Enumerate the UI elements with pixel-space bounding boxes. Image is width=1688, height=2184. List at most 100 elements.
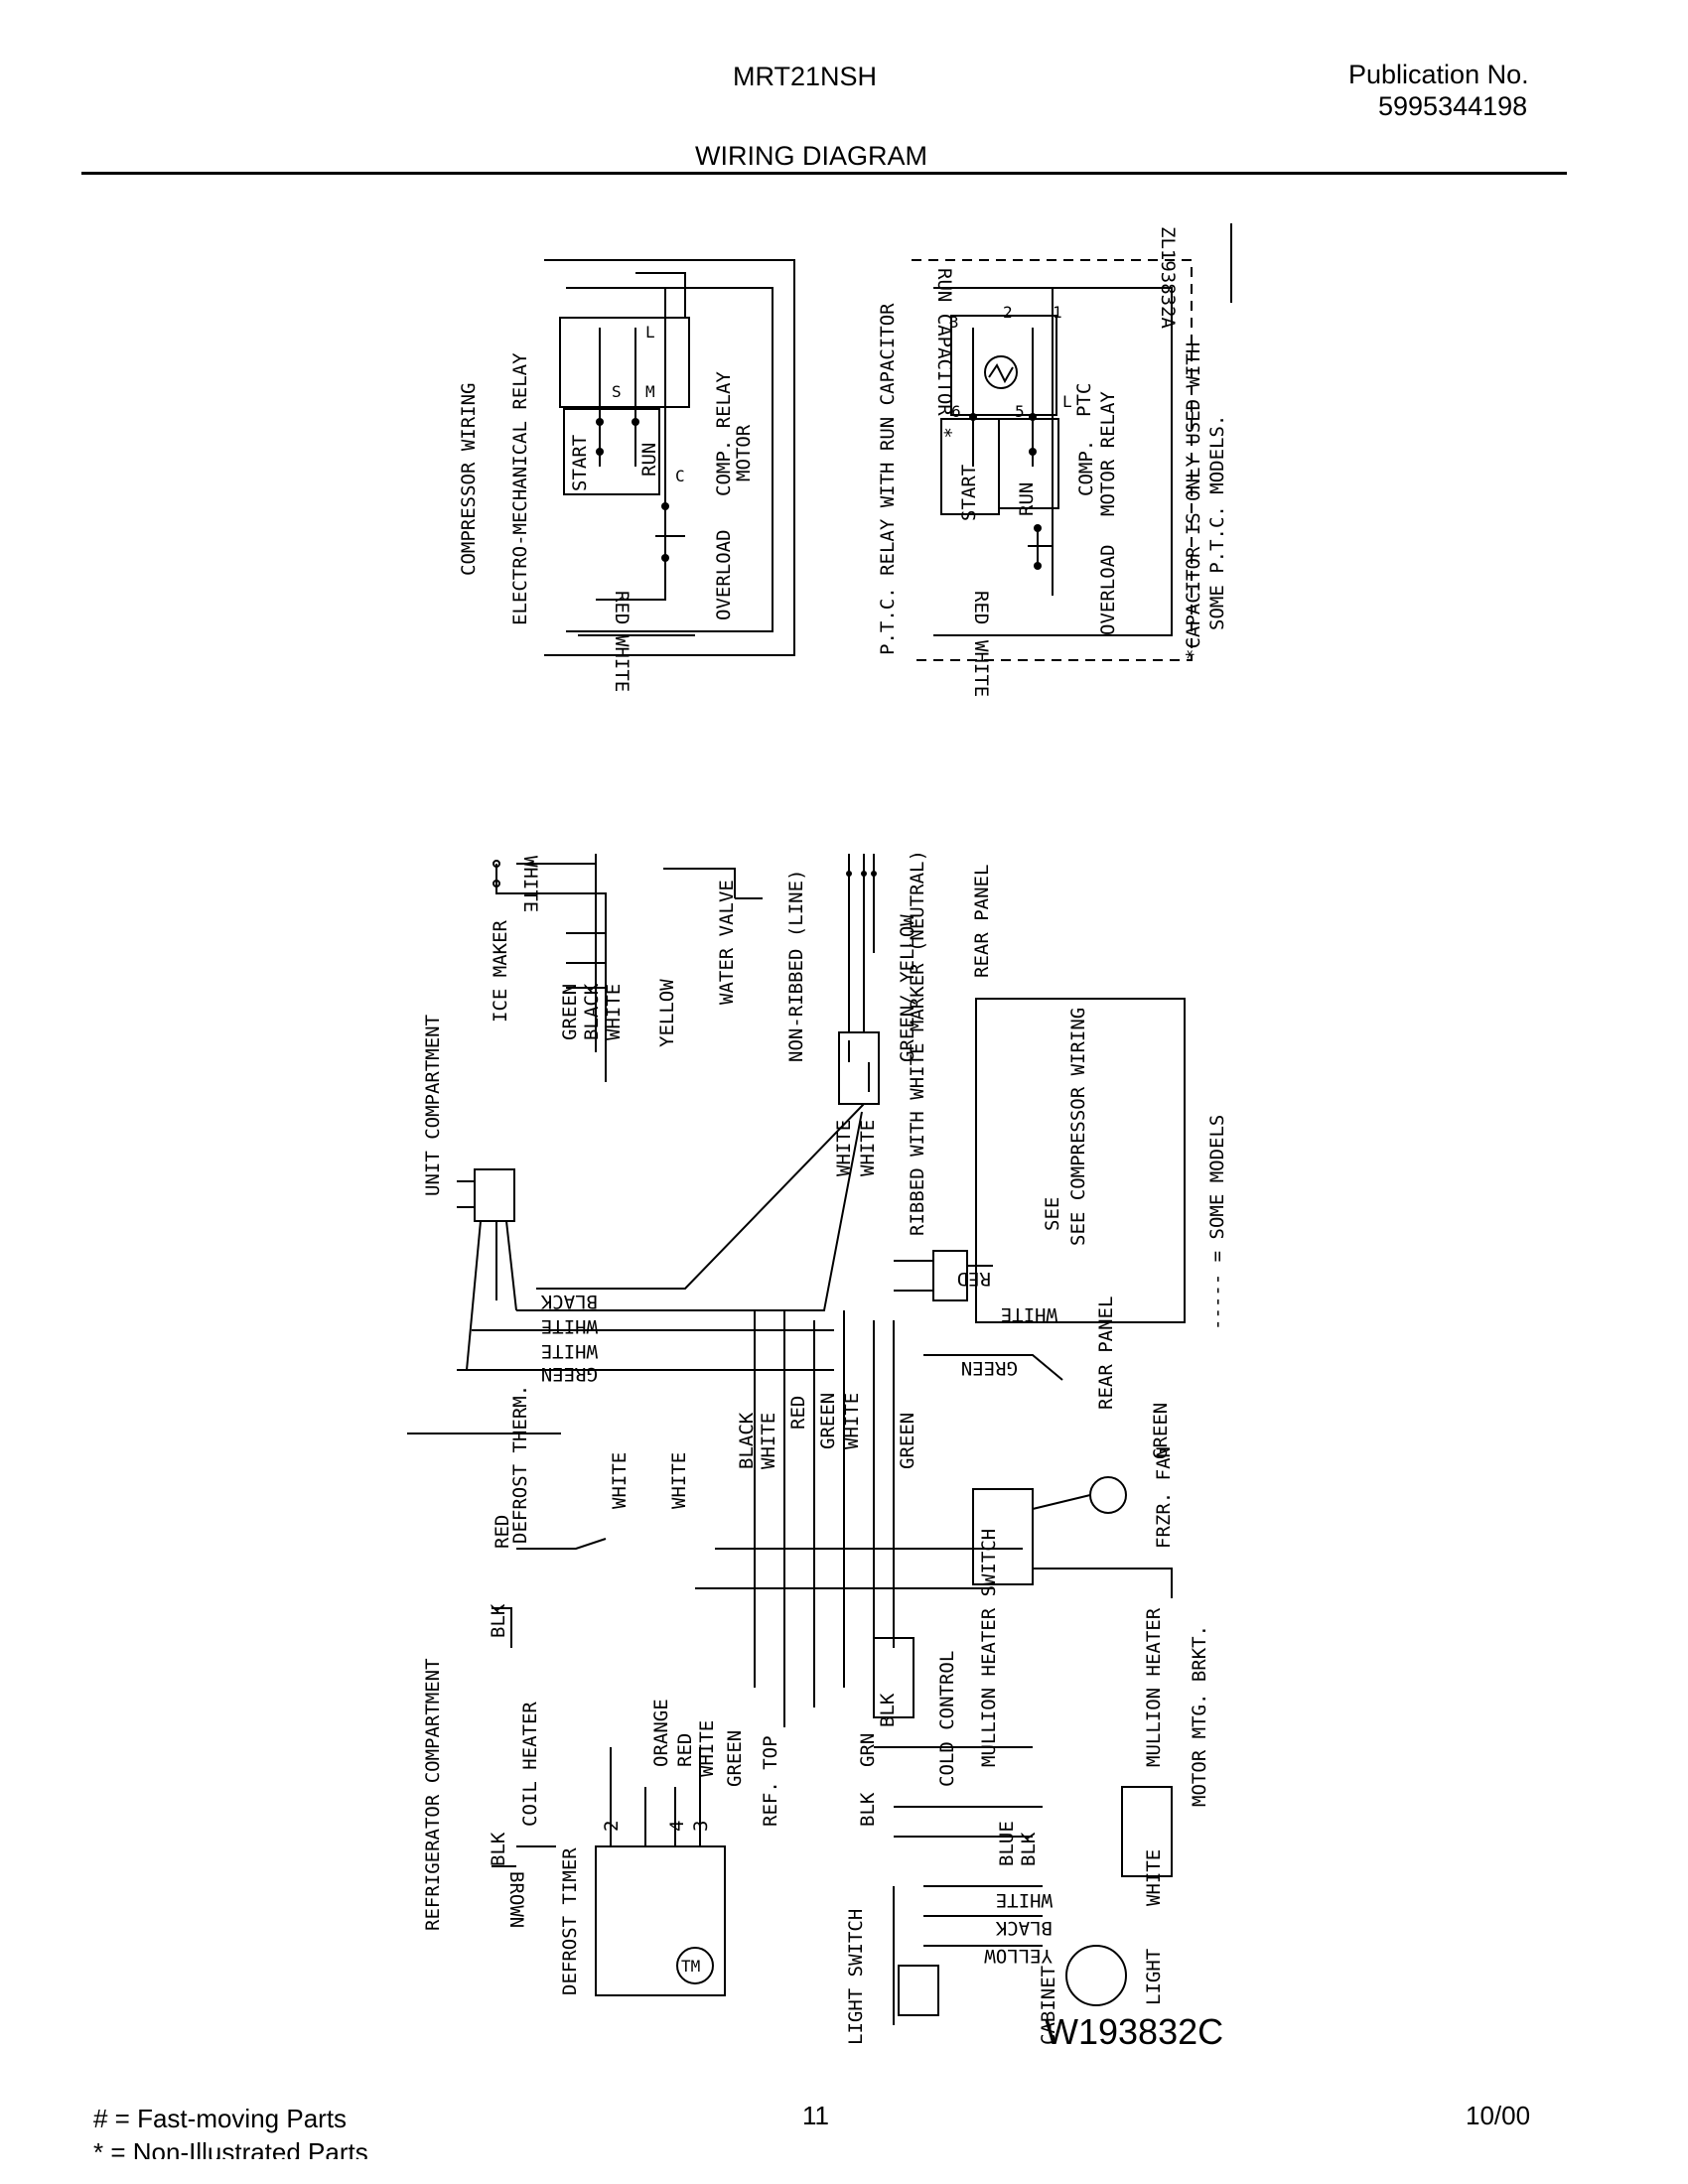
compressor-wiring-title: COMPRESSOR WIRING [458, 383, 480, 576]
svg-text:TM: TM [681, 1957, 700, 1976]
revision-date: 10/00 [1466, 2101, 1531, 2130]
svg-text:BLUE: BLUE [996, 1821, 1018, 1866]
svg-text:GRN: GRN [857, 1733, 879, 1767]
svg-text:WHITE: WHITE [696, 1720, 718, 1777]
svg-text:WHITE: WHITE [758, 1413, 779, 1469]
svg-text:2: 2 [601, 1821, 623, 1832]
svg-text:GREEN: GREEN [559, 984, 581, 1040]
svg-text:RUN: RUN [1016, 482, 1038, 516]
svg-text:RED: RED [787, 1396, 809, 1430]
svg-text:BROWN: BROWN [505, 1871, 527, 1928]
ptc-relay-title: P.T.C. RELAY WITH RUN CAPACITOR [877, 303, 899, 655]
svg-text:WHITE: WHITE [833, 1120, 855, 1176]
svg-text:WHITE: WHITE [611, 635, 633, 692]
svg-text:L: L [645, 323, 655, 341]
svg-text:RED: RED [492, 1515, 513, 1549]
svg-text:3: 3 [690, 1821, 712, 1832]
svg-text:GREEN: GREEN [897, 1413, 918, 1469]
svg-text:WHITE: WHITE [996, 1889, 1053, 1911]
svg-text:L: L [1062, 392, 1072, 411]
yellow-wire-label: YELLOW [656, 979, 678, 1047]
model-number: MRT21NSH [733, 62, 878, 91]
svg-text:5: 5 [1015, 402, 1025, 421]
green-yellow-label: GREEN/ YELLOW [897, 914, 918, 1062]
drawing-number: W193832C [1045, 2011, 1224, 2052]
legend-non-illustrated: * = Non-Illustrated Parts [93, 2137, 368, 2159]
svg-text:MOTOR: MOTOR [733, 424, 755, 481]
svg-text:COMP.: COMP. [1075, 440, 1097, 496]
svg-text:WHITE: WHITE [519, 856, 541, 912]
svg-text:YELLOW: YELLOW [984, 1945, 1053, 1967]
svg-text:GREEN: GREEN [817, 1393, 839, 1449]
svg-text:ORANGE: ORANGE [650, 1699, 672, 1767]
svg-text:WHITE: WHITE [1143, 1849, 1165, 1906]
svg-text:WHITE: WHITE [603, 984, 625, 1040]
header-rule [81, 172, 1567, 175]
svg-text:BLK: BLK [857, 1792, 879, 1827]
svg-text:COMP. RELAY: COMP. RELAY [713, 371, 735, 496]
non-ribbed-label: NON-RIBBED (LINE) [785, 870, 807, 1062]
svg-text:BLK: BLK [488, 1603, 509, 1638]
capacitor-note-1: *CAPACITOR IS ONLY USED WITH [1183, 342, 1204, 660]
svg-text:WHITE: WHITE [970, 640, 992, 697]
svg-text:BLK: BLK [877, 1693, 899, 1727]
svg-text:C: C [675, 467, 685, 485]
see-compressor-label: SEE COMPRESSOR WIRING [1067, 1008, 1089, 1246]
svg-text:START: START [569, 435, 591, 491]
svg-text:RED: RED [674, 1733, 696, 1767]
svg-text:OVERLOAD: OVERLOAD [713, 529, 735, 620]
mullion-heater-label: MULLION HEATER [1143, 1607, 1165, 1767]
svg-text:RUN CAPACITOR *: RUN CAPACITOR * [933, 268, 955, 439]
mullion-switch-label: MULLION HEATER SWITCH [978, 1529, 1000, 1767]
svg-text:WHITE: WHITE [841, 1393, 863, 1449]
svg-text:WHITE: WHITE [541, 1340, 598, 1362]
svg-text:BLK: BLK [488, 1832, 509, 1866]
svg-text:SEE: SEE [1042, 1197, 1063, 1231]
some-models-label: ----- = SOME MODELS [1206, 1115, 1228, 1330]
legend-fast-moving: # = Fast-moving Parts [93, 2104, 348, 2133]
coil-heater-label: COIL HEATER [519, 1702, 541, 1827]
refrigerator-compartment-label: REFRIGERATOR COMPARTMENT [422, 1658, 444, 1931]
ribbed-label: RIBBED WITH WHITE MARKER (NEUTRAL) [907, 850, 928, 1236]
cabinet-label: CABINET [1038, 1966, 1059, 2045]
svg-text:PTC: PTC [1073, 383, 1095, 417]
page-number: 11 [802, 2101, 829, 2130]
svg-text:RED: RED [611, 591, 633, 624]
rear-panel-top-label: REAR PANEL [971, 865, 993, 978]
light-switch-label: LIGHT SWITCH [845, 1909, 867, 2045]
svg-text:WHITE: WHITE [1001, 1303, 1057, 1325]
publication-label: Publication No. [1348, 60, 1529, 89]
svg-text:MOTOR RELAY: MOTOR RELAY [1097, 391, 1119, 516]
svg-text:2: 2 [1003, 303, 1013, 322]
compressor-wiring-section: COMPRESSOR WIRING ELECTRO-MECHANICAL REL… [458, 223, 1232, 697]
em-relay-title: ELECTRO-MECHANICAL RELAY [509, 352, 531, 625]
water-valve-label: WATER VALVE [716, 880, 738, 1005]
svg-text:S: S [612, 382, 622, 401]
cold-control-label: COLD CONTROL [936, 1651, 958, 1787]
svg-text:WHITE: WHITE [857, 1120, 879, 1176]
svg-text:WHITE: WHITE [668, 1452, 690, 1509]
svg-text:BLACK: BLACK [736, 1412, 758, 1469]
publication-number: 5995344198 [1378, 91, 1528, 121]
svg-text:ZL193832A: ZL193832A [1157, 226, 1179, 330]
svg-text:RED: RED [970, 591, 992, 624]
svg-text:GREEN: GREEN [961, 1357, 1018, 1379]
svg-text:RUN: RUN [638, 443, 660, 477]
motor-brkt-label: MOTOR MTG. BRKT. [1189, 1625, 1210, 1807]
fan-label: FRZR. FAN [1153, 1446, 1175, 1549]
svg-text:START: START [958, 465, 980, 521]
svg-text:GREEN: GREEN [724, 1730, 746, 1787]
svg-text:BLK: BLK [1018, 1832, 1040, 1866]
capacitor-note-2: SOME P.T.C. MODELS. [1206, 415, 1228, 630]
svg-text:WHITE: WHITE [609, 1452, 631, 1509]
ptc-relay-panel: P.T.C. RELAY WITH RUN CAPACITOR START RU… [877, 226, 1193, 697]
em-relay-panel: ELECTRO-MECHANICAL RELAY START RUN COMP.… [509, 259, 795, 692]
svg-text:GREEN: GREEN [541, 1363, 598, 1385]
ref-top-label: REF. TOP [760, 1735, 781, 1827]
svg-text:RED: RED [957, 1268, 991, 1290]
svg-text:M: M [645, 382, 655, 401]
section-title: WIRING DIAGRAM [695, 141, 927, 171]
main-schematic: SEE SEE COMPRESSOR WIRING ----- = SOME M… [407, 850, 1228, 2045]
rear-panel-mid-label: REAR PANEL [1095, 1297, 1117, 1410]
